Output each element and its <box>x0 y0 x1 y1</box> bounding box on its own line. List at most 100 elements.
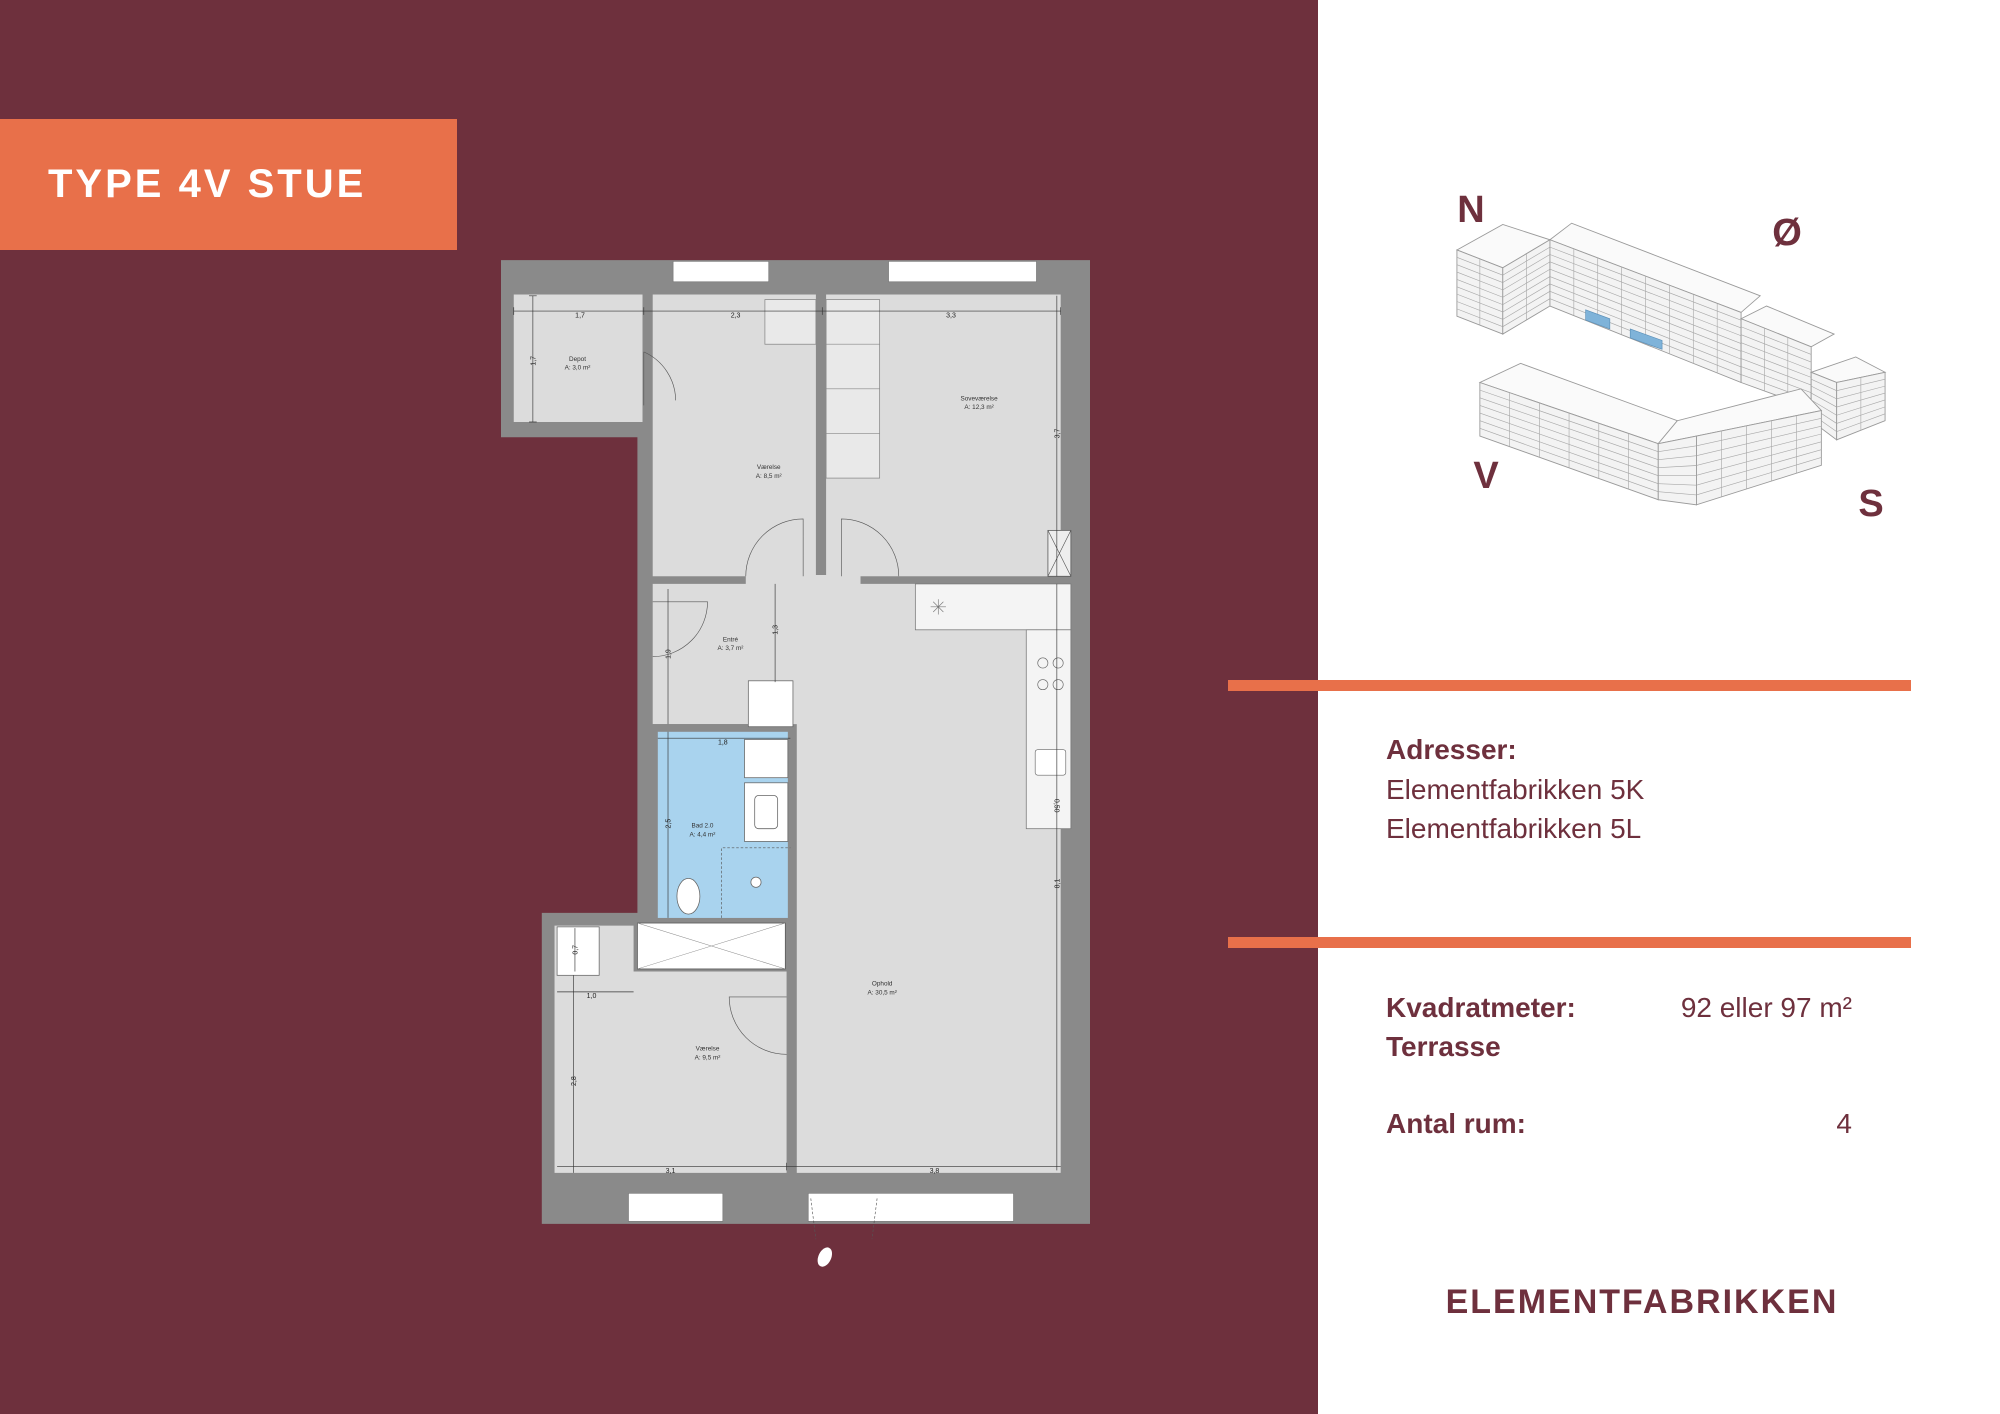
door-swing-entre <box>652 601 708 657</box>
toilet <box>676 878 701 915</box>
dimension-lines <box>513 295 1061 1173</box>
bedroom-wardrobe <box>556 926 600 976</box>
brand-logo: ELEMENTFABRIKKEN <box>1445 1283 1839 1321</box>
dimension-label: 2,3 <box>731 312 741 319</box>
floor-plan: Depot A: 3,0 m² Værelse A: 8,5 m² Sovevæ… <box>501 260 1090 1267</box>
dimension-label: 2,8 <box>571 1076 578 1086</box>
shower-area-outline <box>721 847 791 918</box>
facade-floor-line <box>1696 441 1822 476</box>
facade-floor-line <box>1740 366 1812 393</box>
compass-east: Ø <box>1772 212 1802 254</box>
facade-floor-line <box>1740 334 1812 363</box>
room-area-vaerelse-bottom: A: 9,5 m² <box>695 1054 721 1061</box>
dimension-label: 8,1 <box>1054 879 1061 889</box>
lower-building <box>1478 362 1823 506</box>
facade-floor-line <box>1658 491 1697 496</box>
address-line: Elementfabrikken 5L <box>1386 813 1642 844</box>
kitchen-sink <box>1034 749 1067 776</box>
window-top-left <box>672 261 770 283</box>
facade-floor-line <box>1696 425 1822 456</box>
facade-floor-line <box>1811 385 1837 400</box>
dimension-label: 3,8 <box>930 1168 940 1175</box>
facade-floor-line <box>1696 418 1822 447</box>
type-badge-text: TYPE 4V STUE <box>48 162 367 206</box>
terrace-door-swing <box>810 1198 878 1240</box>
right-panel <box>1318 0 2000 1414</box>
divider-top <box>1228 680 1911 691</box>
facade-floor-line <box>1811 392 1837 408</box>
window-bottom-right <box>807 1192 1014 1222</box>
room-name-vaerelse-top: Værelse <box>757 464 781 471</box>
facade-floor-line <box>1696 433 1822 466</box>
building-location-diagram <box>1455 222 1887 506</box>
entre-closet <box>747 680 794 728</box>
room-name-ophold: Ophold <box>872 981 893 988</box>
divider-bottom <box>1228 937 1911 948</box>
sqm-label: Kvadratmeter: <box>1386 992 1576 1023</box>
window-bottom-left <box>628 1192 724 1222</box>
dimension-label: 3,7 <box>1054 429 1061 439</box>
room-name-entre: Entré <box>723 636 739 643</box>
door-gap <box>745 574 861 586</box>
rooms-label: Antal rum: <box>1386 1108 1526 1139</box>
hob-ring <box>1037 679 1049 691</box>
hob-ring <box>1052 679 1064 691</box>
door-swing-depot <box>643 351 676 406</box>
room-depot <box>513 294 643 423</box>
shaft-cross <box>1047 530 1072 577</box>
door-swing-vaerelse <box>745 518 804 577</box>
room-area-ophold: A: 30,5 m² <box>868 989 897 996</box>
dimension-label: 0,50 <box>1052 799 1059 813</box>
dimension-label: 1,9 <box>666 649 673 659</box>
type-badge: TYPE 4V STUE <box>0 119 457 250</box>
room-name-depot: Depot <box>569 356 586 363</box>
facade-floor-line <box>1696 457 1822 496</box>
bath-sink-basin <box>754 795 779 830</box>
facade-floor-line <box>1658 445 1697 452</box>
facade-floor-line <box>1658 483 1697 486</box>
compass-west: V <box>1473 455 1499 497</box>
room-area-depot: A: 3,0 m² <box>565 365 591 372</box>
shower-head <box>750 876 762 888</box>
room-name-sovevaerelse: Soveværelse <box>961 395 999 402</box>
facade-floor-line <box>1740 326 1812 355</box>
dimension-label: 1,8 <box>718 740 728 747</box>
upper-building <box>1455 222 1887 441</box>
kitchen-counter-top <box>914 583 1072 631</box>
dimension-label: 1,7 <box>575 312 585 319</box>
addresses-label: Adresser: <box>1386 734 1517 765</box>
facade-floor-line <box>1658 465 1697 468</box>
rooms-value: 4 <box>1836 1108 1852 1139</box>
dimension-label: 3,1 <box>666 1168 676 1175</box>
door-swing-vaerelse-bottom <box>728 996 787 1055</box>
facade-floor-line <box>1740 342 1812 371</box>
door-swing-sovevaerelse <box>841 518 900 577</box>
room-area-bad: A: 4,4 m² <box>690 831 716 838</box>
facade-floor-line <box>1740 358 1812 386</box>
facade-floor-line <box>1740 350 1812 378</box>
hob-ring <box>1052 657 1064 669</box>
highlight-apartment <box>1585 309 1611 330</box>
room-vaerelse-bottom <box>554 925 787 1173</box>
room-area-entre: A: 3,7 m² <box>718 645 744 652</box>
room-entre-ophold <box>652 583 1061 1173</box>
closet-vaerelse <box>764 299 817 345</box>
compass-south: S <box>1858 483 1884 525</box>
dimension-label: 2,5 <box>666 819 673 829</box>
hall-wardrobe-cross <box>637 922 786 970</box>
room-name-vaerelse-bottom: Værelse <box>696 1046 720 1053</box>
highlight-apartment <box>1629 328 1663 350</box>
closet-sovevaerelse-dividers <box>826 343 880 434</box>
dimension-label: 0,7 <box>572 945 579 955</box>
address-line: Elementfabrikken 5K <box>1386 774 1645 805</box>
dimension-label: 1,0 <box>587 993 597 1000</box>
sqm-value: 92 eller 97 m² <box>1680 992 1852 1023</box>
facade-floor-line <box>1811 378 1837 391</box>
dimension-label: 3,3 <box>946 312 956 319</box>
dimension-label: 1,3 <box>773 625 780 635</box>
hob-ring <box>1037 657 1049 669</box>
compass-north: N <box>1457 189 1485 231</box>
room-area-vaerelse-top: A: 8,5 m² <box>756 473 782 480</box>
room-name-bad: Bad 2.0 <box>691 822 713 829</box>
bath-cabinet <box>744 739 789 779</box>
